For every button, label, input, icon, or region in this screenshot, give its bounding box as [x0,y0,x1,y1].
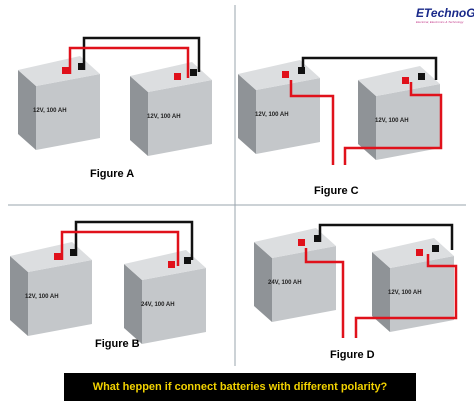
battery-label: 24V, 100 AH [268,280,302,286]
battery-label: 12V, 100 AH [375,118,409,124]
red-wire [60,230,180,266]
battery-b-right [124,250,206,344]
black-wire [318,223,454,250]
figure-caption: Figure B [95,338,140,350]
figure-d: 24V, 100 AH 12V, 100 AH Figure D [254,223,458,361]
battery-c-left [238,60,320,154]
question-text: What heppen if connect batteries with di… [92,381,388,393]
figure-caption: Figure C [314,185,359,197]
brand-logo: ETechnoG Electrical, Electronics & Techn… [416,6,474,24]
red-wire [289,80,335,165]
battery-d-left [254,228,336,322]
battery-a-left [18,56,100,150]
red-wire [343,82,443,165]
black-wire [301,56,438,80]
svg-text:ETechnoG: ETechnoG [416,6,474,20]
figure-caption: Figure D [330,349,375,361]
red-wire [354,254,458,338]
figure-a: 12V, 100 AH 12V, 100 AH Figure A [18,36,212,180]
battery-label: 12V, 100 AH [25,294,59,300]
black-wire [74,220,194,260]
figure-b: 12V, 100 AH 24V, 100 AH Figure B [10,220,206,350]
battery-label: 12V, 100 AH [255,112,289,118]
battery-label: 12V, 100 AH [388,290,422,296]
battery-label: 12V, 100 AH [147,114,181,120]
battery-c-right [358,66,440,160]
figure-c: 12V, 100 AH 12V, 100 AH Figure C [238,56,443,197]
red-wire [68,46,190,78]
battery-label: 12V, 100 AH [33,108,67,114]
question-banner: What heppen if connect batteries with di… [64,373,416,401]
black-wire [82,36,201,72]
red-wire [304,248,345,338]
svg-text:Electrical, Electronics & Tech: Electrical, Electronics & Technology [416,20,464,24]
battery-b-left [10,242,92,336]
battery-label: 24V, 100 AH [141,302,175,308]
figure-caption: Figure A [90,168,134,180]
battery-a-right [130,62,212,156]
